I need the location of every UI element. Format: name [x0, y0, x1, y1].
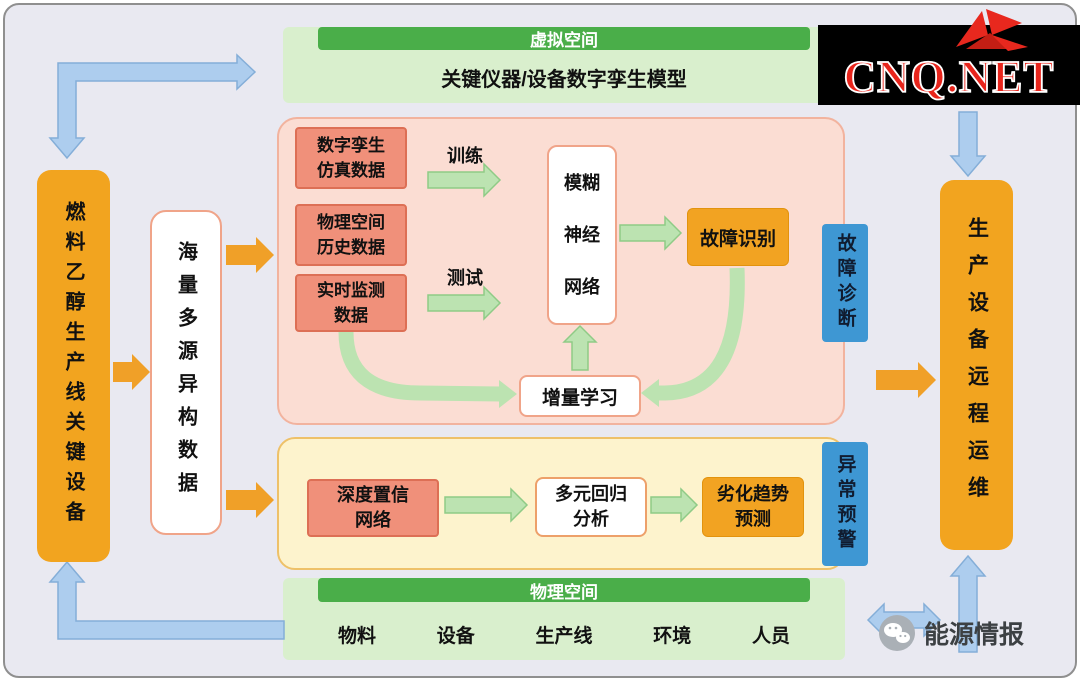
anomaly-warning-tag: 异常预警: [822, 442, 868, 566]
physical-item-materials: 物料: [338, 626, 377, 647]
physical-item-personnel: 人员: [751, 626, 790, 647]
regression-analysis-box: 多元回归 分析: [535, 477, 647, 537]
logo-bird-icon: [956, 9, 1028, 51]
physical-item-production-line: 生产线: [535, 626, 593, 647]
key-equipment-box: 燃料乙醇生产线关键设备: [37, 170, 110, 562]
incremental-learning-box: 增量学习: [519, 375, 641, 417]
sim-data-box: 数字孪生 仿真数据: [295, 127, 407, 189]
fault-diagnosis-tag: 故障诊断: [822, 224, 868, 342]
physical-item-environment: 环境: [653, 626, 692, 647]
test-label: 测试: [447, 268, 483, 288]
watermark-text: 能源情报: [924, 621, 1025, 649]
energy-intel-watermark: 能源情报: [878, 614, 1024, 652]
physical-item-equipment: 设备: [436, 626, 475, 647]
realtime-data-box: 实时监测 数据: [295, 274, 407, 332]
fault-diagnosis-panel: 数字孪生 仿真数据 物理空间 历史数据 实时监测 数据 训练 测试 模糊 神经 …: [277, 117, 845, 425]
digital-twin-model-label: 关键仪器/设备数字孪生模型: [441, 69, 687, 91]
fuzzy-network-box: 模糊 神经 网络: [547, 145, 617, 325]
anomaly-warning-panel: 深度置信 网络 多元回归 分析 劣化趋势 预测: [277, 437, 845, 570]
wechat-icon: [879, 615, 915, 651]
logo-text: CNQ.NET: [843, 51, 1055, 103]
deep-belief-network-box: 深度置信 网络: [307, 479, 439, 537]
train-label: 训练: [447, 146, 483, 166]
fault-identification-box: 故障识别: [687, 208, 789, 266]
physical-space-panel: 物理空间 物料 设备 生产线 环境 人员: [283, 578, 845, 660]
virtual-space-panel: 虚拟空间 关键仪器/设备数字孪生模型: [283, 27, 845, 103]
remote-ops-box: 生产设备远程运维: [940, 180, 1013, 550]
history-data-box: 物理空间 历史数据: [295, 204, 407, 266]
physical-space-items: 物料 设备 生产线 环境 人员: [283, 621, 845, 648]
virtual-space-header: 虚拟空间: [318, 27, 810, 50]
multisource-data-box: 海量多源异构数据: [150, 210, 222, 535]
degradation-prediction-box: 劣化趋势 预测: [702, 477, 804, 537]
cnq-logo: CNQ.NET: [818, 9, 1080, 105]
physical-space-header: 物理空间: [318, 578, 810, 602]
